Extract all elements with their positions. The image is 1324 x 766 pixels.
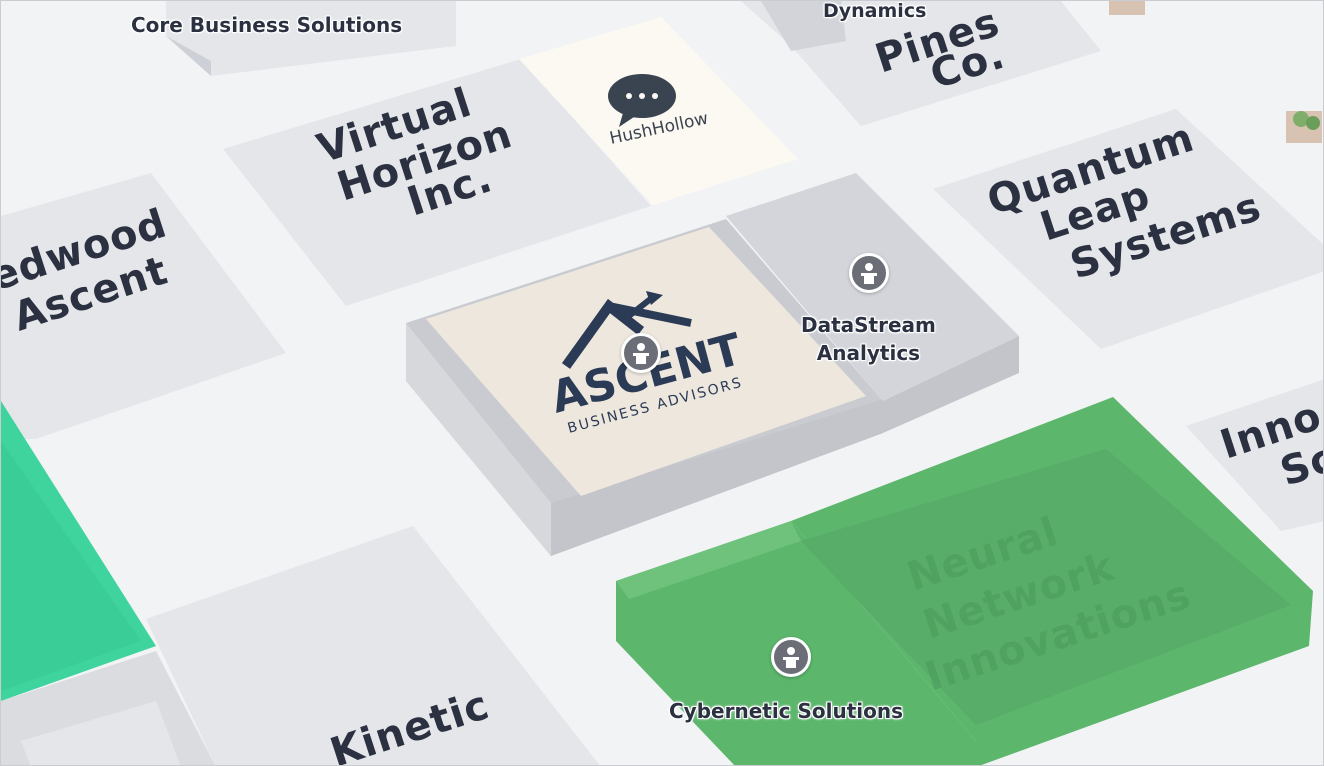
label-core-business-solutions[interactable]: Core Business Solutions <box>131 13 403 37</box>
booth-kinetic[interactable]: Kinetic <box>1 526 601 766</box>
label-dynamics[interactable]: Dynamics <box>823 0 927 22</box>
label-cybernetic-solutions[interactable]: Cybernetic Solutions <box>669 699 904 723</box>
label-datastream-analytics[interactable]: DataStream Analytics <box>801 313 936 365</box>
speaker-podium-icon[interactable] <box>771 637 811 677</box>
speaker-podium-icon[interactable] <box>621 333 661 373</box>
booth-hushhollow[interactable]: HushHollow <box>519 17 798 205</box>
plant-decoration <box>1109 1 1322 143</box>
chat-bubble-icon <box>608 74 676 127</box>
booth-virtual-horizon[interactable]: Virtual Horizon Inc. <box>223 59 651 306</box>
booth-teal-left[interactable] <box>1 401 156 701</box>
booth-whispering-pines[interactable]: Pines Co. <box>741 1 1101 126</box>
booth-redwood-ascent[interactable]: edwood Ascent <box>1 173 286 439</box>
booth-core-business-solutions[interactable] <box>166 1 456 76</box>
speaker-podium-icon[interactable] <box>849 253 889 293</box>
booth-neural-network-innovations[interactable]: Neural Network Innovations <box>791 397 1313 766</box>
booth-quantum-leap[interactable]: Quantum Leap Systems <box>933 109 1324 349</box>
